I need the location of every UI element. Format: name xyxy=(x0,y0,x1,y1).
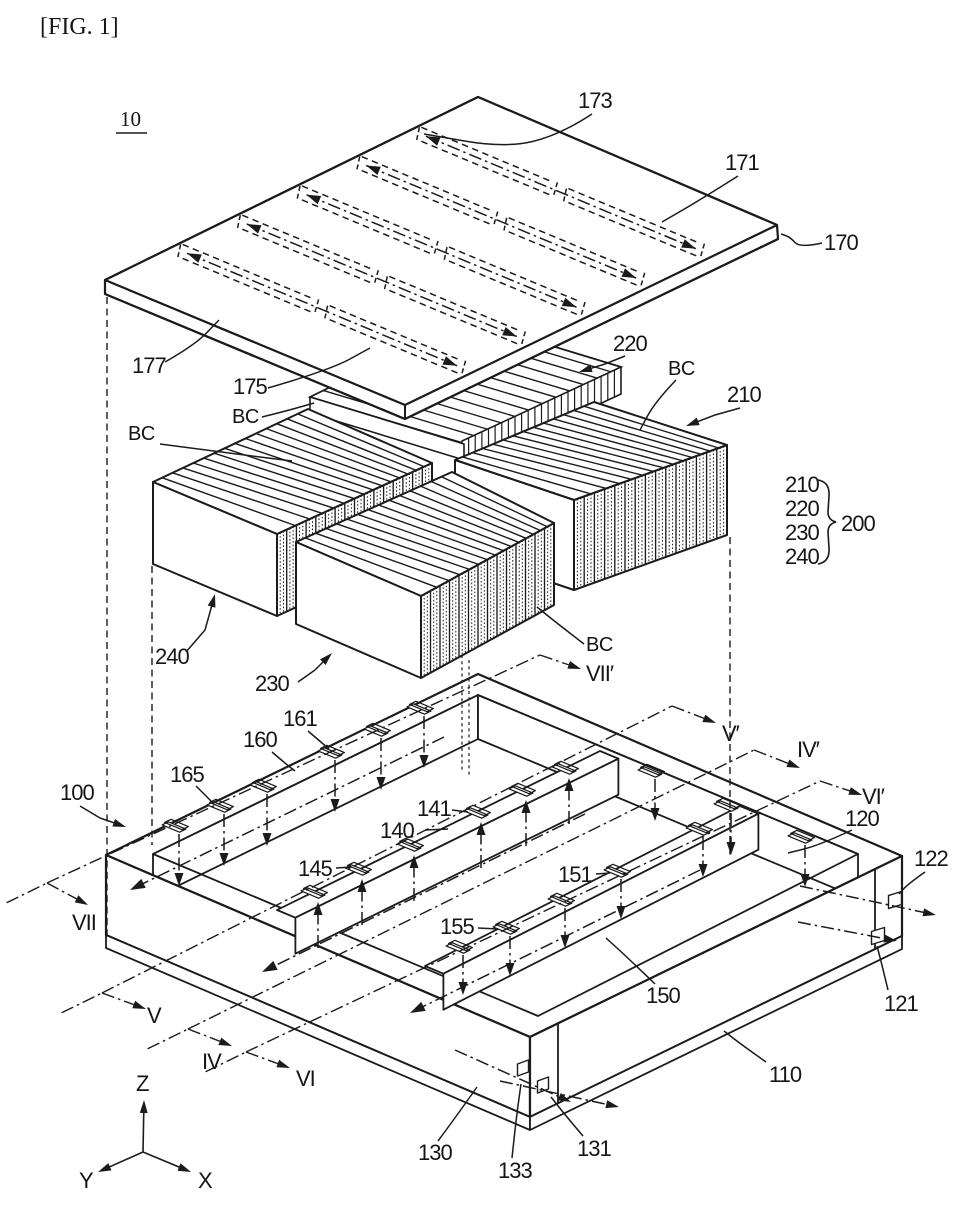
svg-text:200: 200 xyxy=(841,511,875,536)
svg-text:240: 240 xyxy=(155,644,189,669)
svg-text:120: 120 xyxy=(845,806,879,831)
svg-text:161: 161 xyxy=(283,706,317,731)
svg-text:151: 151 xyxy=(558,862,592,887)
svg-text:133: 133 xyxy=(498,1158,532,1183)
svg-text:160: 160 xyxy=(243,727,277,752)
svg-text:Y: Y xyxy=(79,1168,94,1193)
svg-text:170: 170 xyxy=(824,230,858,255)
svg-text:173: 173 xyxy=(578,88,612,113)
svg-text:BC: BC xyxy=(586,634,613,656)
svg-text:145: 145 xyxy=(298,856,332,881)
svg-text:VI: VI xyxy=(296,1066,315,1091)
svg-text:130: 130 xyxy=(418,1140,452,1165)
svg-text:220: 220 xyxy=(785,496,819,521)
svg-text:210: 210 xyxy=(727,382,761,407)
svg-text:V: V xyxy=(147,1003,162,1028)
svg-text:155: 155 xyxy=(440,914,474,939)
svg-text:Z: Z xyxy=(136,1071,149,1096)
svg-text:[FIG. 1]: [FIG. 1] xyxy=(40,14,119,40)
svg-text:240: 240 xyxy=(785,544,819,569)
svg-text:122: 122 xyxy=(914,846,948,871)
svg-text:230: 230 xyxy=(785,520,819,545)
svg-text:IV: IV xyxy=(202,1049,222,1074)
svg-text:220: 220 xyxy=(613,331,647,356)
svg-text:BC: BC xyxy=(232,406,259,428)
svg-text:BC: BC xyxy=(668,358,695,380)
svg-text:140: 140 xyxy=(380,818,414,843)
svg-text:VI′: VI′ xyxy=(862,784,885,809)
svg-text:131: 131 xyxy=(577,1136,611,1161)
svg-text:BC: BC xyxy=(128,423,155,445)
svg-text:150: 150 xyxy=(646,983,680,1008)
svg-text:121: 121 xyxy=(884,991,918,1016)
svg-text:175: 175 xyxy=(233,374,267,399)
svg-text:165: 165 xyxy=(170,762,204,787)
svg-text:210: 210 xyxy=(785,472,819,497)
svg-text:171: 171 xyxy=(725,150,759,175)
svg-text:177: 177 xyxy=(132,353,166,378)
svg-text:VII: VII xyxy=(72,910,96,935)
svg-text:110: 110 xyxy=(769,1062,802,1087)
svg-text:IV′: IV′ xyxy=(797,737,820,762)
svg-text:10: 10 xyxy=(120,107,141,131)
svg-text:X: X xyxy=(198,1168,213,1193)
svg-text:V′: V′ xyxy=(722,721,740,746)
svg-text:VII′: VII′ xyxy=(586,661,614,686)
svg-text:141: 141 xyxy=(417,796,451,821)
svg-text:100: 100 xyxy=(60,780,94,805)
svg-text:230: 230 xyxy=(255,671,289,696)
